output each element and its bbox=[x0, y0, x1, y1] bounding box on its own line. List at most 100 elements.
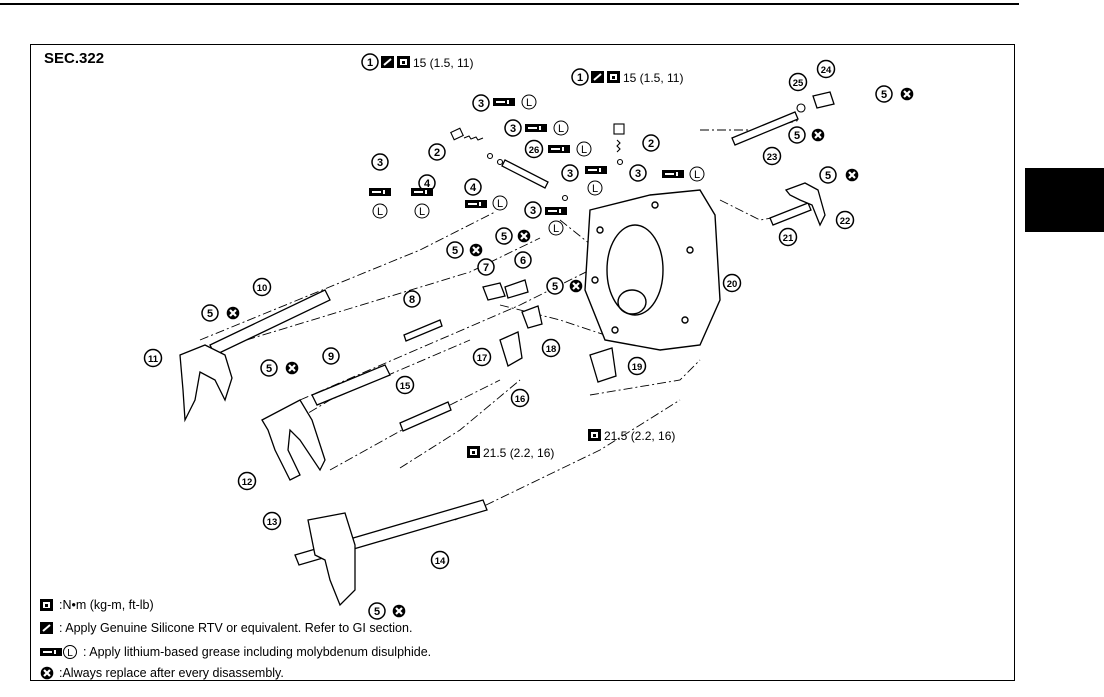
svg-text:3: 3 bbox=[567, 168, 573, 180]
callout-2a: 2 bbox=[428, 143, 446, 161]
callout-22: 22 bbox=[835, 210, 855, 230]
callout-1a: 1 bbox=[361, 53, 379, 71]
svg-text:3: 3 bbox=[510, 123, 516, 135]
replace-x-icon bbox=[39, 666, 55, 680]
svg-text:1: 1 bbox=[577, 72, 583, 84]
svg-text:5: 5 bbox=[881, 89, 887, 101]
torque-plug-left: 15 (1.5, 11) bbox=[413, 56, 473, 70]
callout-18: 18 bbox=[541, 338, 561, 358]
torque-plug-right: 15 (1.5, 11) bbox=[623, 71, 683, 85]
svg-text:12: 12 bbox=[242, 477, 253, 488]
callout-11: 11 bbox=[143, 348, 163, 368]
svg-text:15: 15 bbox=[400, 381, 411, 392]
svg-text:23: 23 bbox=[767, 152, 778, 163]
svg-text:10: 10 bbox=[257, 283, 268, 294]
svg-text:13: 13 bbox=[267, 517, 278, 528]
svg-text:5: 5 bbox=[794, 130, 800, 142]
svg-text:5: 5 bbox=[552, 281, 558, 293]
callout-3a: 3 bbox=[472, 94, 490, 112]
callout-14: 14 bbox=[430, 550, 450, 570]
callout-5a: 5 bbox=[446, 241, 464, 259]
callout-5i: 5 bbox=[819, 166, 837, 184]
svg-text:L: L bbox=[553, 223, 559, 235]
svg-text:16: 16 bbox=[515, 394, 526, 405]
shift-fork-11 bbox=[179, 344, 233, 423]
svg-text:7: 7 bbox=[483, 262, 489, 274]
callout-3f: 3 bbox=[524, 201, 542, 219]
svg-text:3: 3 bbox=[377, 157, 383, 169]
callout-3d: 3 bbox=[561, 164, 579, 182]
callout-16: 16 bbox=[510, 388, 530, 408]
svg-text:L: L bbox=[497, 198, 503, 210]
svg-text:18: 18 bbox=[546, 344, 557, 355]
svg-text:9: 9 bbox=[328, 351, 334, 363]
callout-7: 7 bbox=[477, 258, 495, 276]
svg-text:L: L bbox=[419, 206, 425, 218]
svg-text:L: L bbox=[377, 206, 383, 218]
diagram-frame bbox=[30, 44, 1015, 681]
callout-25: 25 bbox=[788, 72, 808, 92]
svg-text:5: 5 bbox=[266, 363, 272, 375]
svg-text:L: L bbox=[558, 123, 564, 135]
svg-text:19: 19 bbox=[632, 362, 643, 373]
callout-12: 12 bbox=[237, 471, 257, 491]
svg-text:L: L bbox=[694, 169, 700, 181]
callout-1b: 1 bbox=[571, 68, 589, 86]
svg-text:21: 21 bbox=[783, 233, 794, 244]
svg-text:6: 6 bbox=[520, 255, 526, 267]
svg-text:L: L bbox=[526, 97, 532, 109]
callout-3e: 3 bbox=[629, 164, 647, 182]
svg-text:3: 3 bbox=[478, 98, 484, 110]
callout-3b: 3 bbox=[504, 119, 522, 137]
svg-text:17: 17 bbox=[477, 353, 488, 364]
svg-text:20: 20 bbox=[727, 279, 738, 290]
section-tab bbox=[1025, 168, 1104, 232]
svg-text:14: 14 bbox=[435, 556, 446, 567]
callout-21: 21 bbox=[778, 227, 798, 247]
svg-text:5: 5 bbox=[825, 170, 831, 182]
section-code: SEC.322 bbox=[44, 50, 105, 67]
callout-20: 20 bbox=[722, 273, 742, 293]
svg-text:5: 5 bbox=[452, 245, 458, 257]
callout-10: 10 bbox=[252, 277, 272, 297]
callout-3c: 3 bbox=[371, 153, 389, 171]
svg-text:22: 22 bbox=[840, 216, 851, 227]
header-rule bbox=[0, 3, 1019, 5]
callout-17: 17 bbox=[472, 347, 492, 367]
svg-text:L: L bbox=[592, 183, 598, 195]
svg-text:24: 24 bbox=[821, 65, 832, 76]
svg-text:5: 5 bbox=[374, 606, 380, 618]
svg-text:L: L bbox=[67, 648, 73, 659]
svg-text:1: 1 bbox=[367, 57, 373, 69]
svg-text:4: 4 bbox=[470, 182, 477, 194]
svg-text:8: 8 bbox=[409, 294, 415, 306]
svg-text:3: 3 bbox=[635, 168, 641, 180]
svg-text:L: L bbox=[581, 144, 587, 156]
sealant-icon bbox=[39, 621, 54, 635]
svg-text:3: 3 bbox=[530, 205, 536, 217]
callout-26: 26 bbox=[524, 139, 544, 159]
callout-4b: 4 bbox=[464, 178, 482, 196]
torque-wrench-icon bbox=[40, 599, 53, 611]
legend-torque: :N•m (kg-m, ft-lb) bbox=[39, 598, 154, 612]
grease-icon: L bbox=[40, 645, 77, 659]
legend-sealant: : Apply Genuine Silicone RTV or equivale… bbox=[39, 621, 412, 635]
callout-19: 19 bbox=[627, 356, 647, 376]
callout-23: 23 bbox=[762, 146, 782, 166]
callout-5g: 5 bbox=[875, 85, 893, 103]
svg-text:2: 2 bbox=[434, 147, 440, 159]
callout-5e: 5 bbox=[260, 359, 278, 377]
callout-5b: 5 bbox=[495, 227, 513, 245]
svg-text:4: 4 bbox=[424, 178, 431, 190]
torque-bolt-left: 21.5 (2.2, 16) bbox=[483, 446, 554, 460]
svg-text:26: 26 bbox=[529, 145, 540, 156]
callout-5f: 5 bbox=[368, 602, 386, 620]
callout-13: 13 bbox=[262, 511, 282, 531]
legend-grease: L : Apply lithium-based grease including… bbox=[39, 644, 431, 660]
callout-8: 8 bbox=[403, 290, 421, 308]
svg-text:2: 2 bbox=[648, 138, 654, 150]
svg-text:5: 5 bbox=[207, 308, 213, 320]
callout-15: 15 bbox=[395, 375, 415, 395]
svg-text:5: 5 bbox=[501, 231, 507, 243]
